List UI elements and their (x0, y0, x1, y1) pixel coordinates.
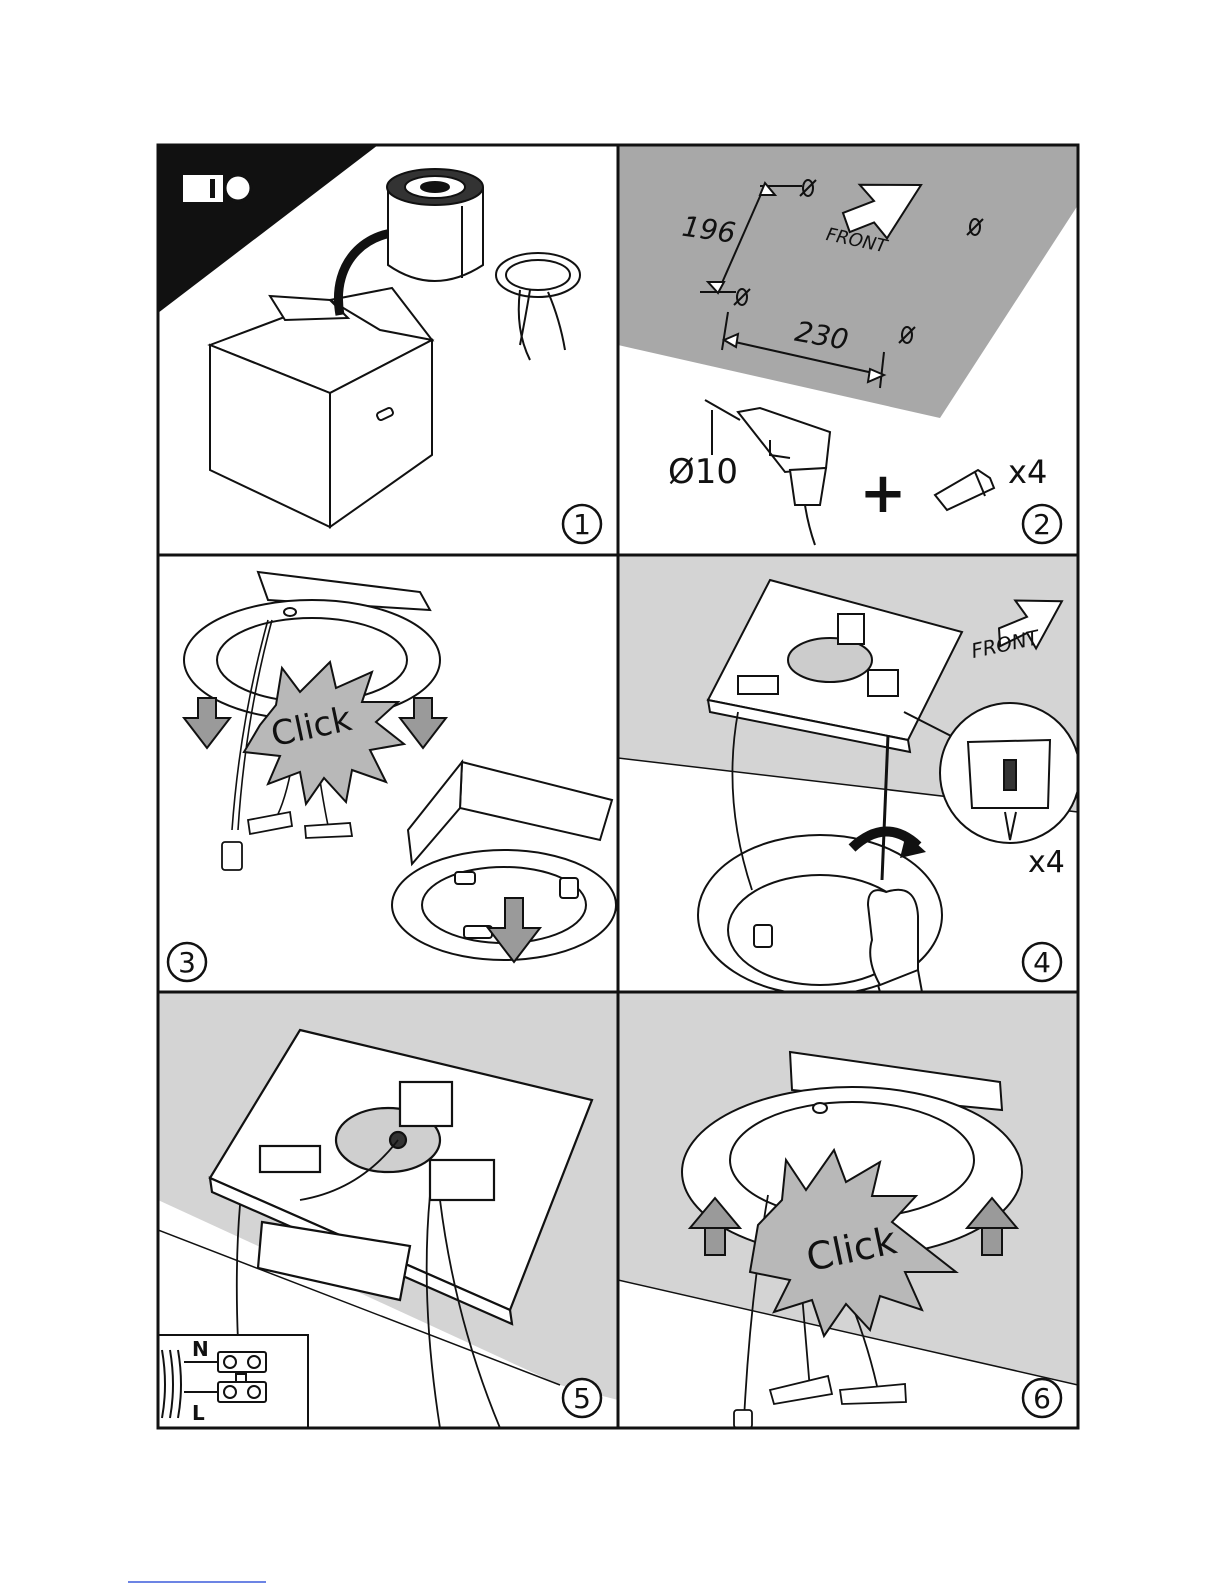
panel-4-mount-bracket: FRONT x4 4 (618, 555, 1080, 995)
unboxing-banner-icon (183, 175, 251, 202)
step-number-5: 5 (573, 1382, 591, 1415)
drill-diameter-label: Ø10 (668, 452, 738, 492)
step-number-3: 3 (178, 946, 196, 979)
neutral-label: N (192, 1337, 209, 1361)
step-number-4: 4 (1033, 946, 1051, 979)
panel-3-ring-detach: Click 3 (158, 555, 618, 992)
plug-count-label: x4 (1008, 453, 1047, 491)
panel-5-wiring: N L 5 (158, 992, 618, 1428)
screw-count-label: x4 (1028, 845, 1065, 880)
plus-sign: + (860, 461, 907, 526)
step-number-1: 1 (573, 508, 591, 541)
live-label: L (192, 1401, 205, 1425)
cylinder-hood-icon (387, 169, 483, 281)
step-number-2: 2 (1033, 508, 1051, 541)
step-number-6: 6 (1033, 1382, 1051, 1415)
panel-2-drilling: 196 230 FRONT Ø10 + x4 2 (618, 145, 1078, 555)
panel-1-unpacking: 1 (158, 145, 618, 555)
panel-6-ring-attach: Click 6 (618, 992, 1078, 1428)
